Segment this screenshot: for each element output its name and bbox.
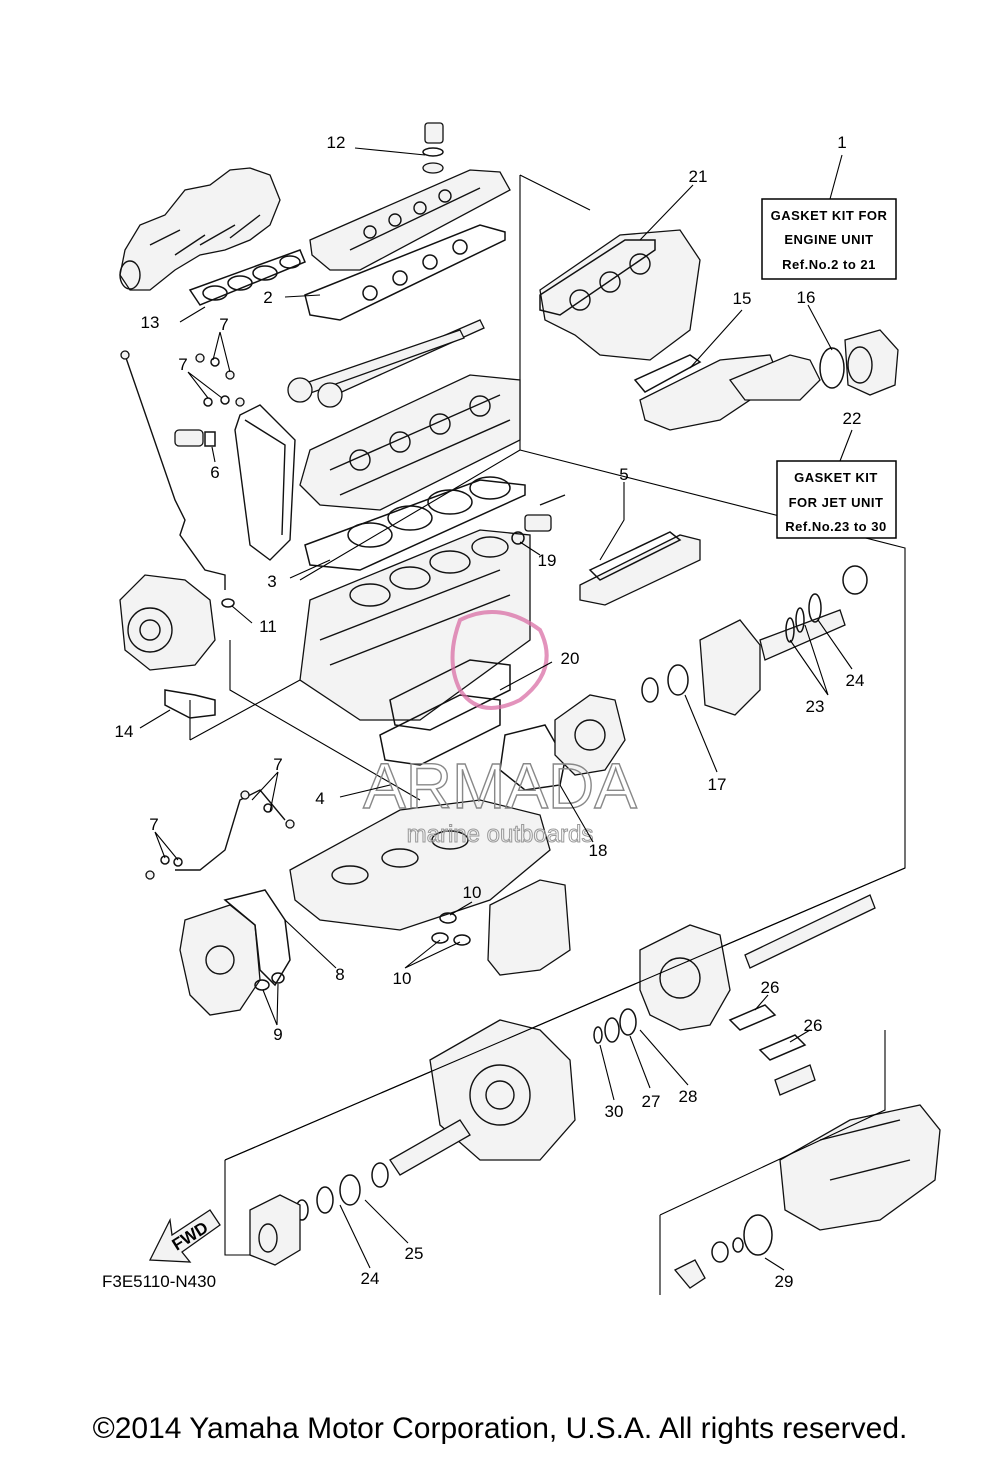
oil-seal-17 bbox=[667, 664, 689, 696]
oil-pump bbox=[179, 904, 261, 1016]
thermostat bbox=[511, 494, 566, 545]
engine-kit-line3: Ref.No.2 to 21 bbox=[782, 257, 876, 272]
watermark-brand: ARMADA bbox=[363, 750, 637, 822]
copyright-notice: ©2014 Yamaha Motor Corporation, U.S.A. A… bbox=[92, 1412, 908, 1445]
callout-22: 22 bbox=[843, 409, 862, 428]
jet-kit-box: GASKET KIT FOR JET UNIT Ref.No.23 to 30 bbox=[776, 460, 897, 539]
camshafts bbox=[287, 319, 485, 408]
oil-pump-gasket bbox=[223, 889, 291, 987]
exhaust-elbow bbox=[728, 329, 899, 401]
timing-chain bbox=[234, 404, 296, 561]
callout-6: 6 bbox=[210, 463, 219, 482]
oil-pan-gasket bbox=[379, 659, 511, 766]
callout-18: 18 bbox=[589, 841, 608, 860]
leader-lines bbox=[139, 147, 853, 1271]
drive-coupler bbox=[699, 609, 846, 716]
engine-kit-box: GASKET KIT FOR ENGINE UNIT Ref.No.2 to 2… bbox=[761, 198, 897, 280]
intake-manifold-gasket bbox=[188, 249, 306, 306]
callout-12: 12 bbox=[327, 133, 346, 152]
bearing-upper bbox=[842, 565, 868, 595]
cylinder-head-gasket bbox=[304, 476, 526, 571]
oil-seal-24-upper bbox=[808, 593, 822, 623]
exhaust-manifold-gasket bbox=[539, 239, 656, 316]
callout-16: 16 bbox=[797, 288, 816, 307]
callout-25: 25 bbox=[405, 1244, 424, 1263]
lower-bearing-housing bbox=[249, 1194, 301, 1266]
watermark-tagline: marine outboards bbox=[407, 821, 594, 848]
armada-watermark: ARMADA marine outboards bbox=[362, 610, 638, 849]
callout-26a: 26 bbox=[761, 978, 780, 997]
jet-kit-line3: Ref.No.23 to 30 bbox=[785, 519, 886, 534]
callout-24b: 24 bbox=[361, 1269, 380, 1288]
cylinder-block bbox=[299, 529, 531, 721]
callout-15: 15 bbox=[733, 289, 752, 308]
callout-7c: 7 bbox=[273, 755, 282, 774]
callout-17: 17 bbox=[708, 775, 727, 794]
turbocharger bbox=[119, 574, 216, 671]
callout-7d: 7 bbox=[149, 815, 158, 834]
callout-29: 29 bbox=[775, 1272, 794, 1291]
callout-numbers: 1 2 3 4 5 6 7 7 7 7 8 9 10 10 11 12 13 1… bbox=[115, 133, 865, 1291]
exhaust-manifold bbox=[539, 229, 701, 361]
callout-4: 4 bbox=[315, 789, 324, 808]
callout-14: 14 bbox=[115, 722, 134, 741]
drive-shaft-lower bbox=[389, 1119, 471, 1176]
callout-21: 21 bbox=[689, 167, 708, 186]
jet-kit-line2: FOR JET UNIT bbox=[789, 495, 884, 510]
callout-28: 28 bbox=[679, 1087, 698, 1106]
engine-kit-bracket bbox=[189, 174, 906, 1161]
oil-pump-orings bbox=[254, 972, 285, 991]
cover-gaskets-26 bbox=[728, 1004, 816, 1096]
callout-7b: 7 bbox=[178, 355, 187, 374]
callout-26b: 26 bbox=[804, 1016, 823, 1035]
drive-shaft-upper bbox=[744, 894, 876, 969]
diagram-code: F3E5110-N430 bbox=[102, 1272, 216, 1291]
engine-kit-line1: GASKET KIT FOR bbox=[771, 208, 888, 223]
oil-dipstick bbox=[120, 350, 235, 608]
callout-27: 27 bbox=[642, 1092, 661, 1111]
callout-24a: 24 bbox=[846, 671, 865, 690]
callout-2: 2 bbox=[263, 288, 272, 307]
callout-20: 20 bbox=[561, 649, 580, 668]
oil-filler-cap bbox=[422, 122, 444, 174]
callout-3: 3 bbox=[267, 572, 276, 591]
callout-23: 23 bbox=[806, 697, 825, 716]
callout-30: 30 bbox=[605, 1102, 624, 1121]
oil-seal-30-27-28 bbox=[593, 1008, 637, 1044]
turbo-gasket bbox=[164, 689, 216, 719]
union-bolts bbox=[145, 790, 295, 880]
callout-8: 8 bbox=[335, 965, 344, 984]
jet-nozzle bbox=[779, 1104, 941, 1231]
engine-kit-line2: ENGINE UNIT bbox=[784, 232, 873, 247]
callout-10a: 10 bbox=[463, 883, 482, 902]
callout-19: 19 bbox=[538, 551, 557, 570]
lower-seals bbox=[295, 1162, 389, 1221]
jet-pump-housing bbox=[429, 1019, 576, 1161]
valve-cover bbox=[309, 169, 511, 271]
callout-11: 11 bbox=[259, 617, 277, 636]
crankcase bbox=[289, 799, 551, 931]
fwd-arrow: FWD bbox=[148, 1209, 221, 1263]
callout-9: 9 bbox=[273, 1025, 282, 1044]
oil-cooler-housing bbox=[431, 879, 571, 976]
callout-7a: 7 bbox=[219, 315, 228, 334]
jet-kit-line1: GASKET KIT bbox=[794, 470, 878, 485]
intake-manifold bbox=[119, 167, 281, 291]
valve-cover-gasket bbox=[304, 224, 506, 321]
callout-5: 5 bbox=[619, 465, 628, 484]
cylinder-head bbox=[299, 374, 521, 511]
callout-10b: 10 bbox=[393, 969, 412, 988]
callout-1: 1 bbox=[837, 133, 846, 152]
intermediate-housing bbox=[639, 924, 731, 1031]
bearing-housing bbox=[554, 694, 626, 776]
oil-line bbox=[175, 789, 286, 871]
jet-kit-bracket bbox=[224, 867, 906, 1295]
callout-13: 13 bbox=[141, 313, 160, 332]
oil-seals-23 bbox=[785, 607, 805, 643]
nozzle-parts-29 bbox=[673, 1214, 773, 1289]
water-jacket-cover bbox=[579, 531, 701, 606]
circlip-upper bbox=[641, 677, 659, 703]
exploded-parts-diagram: FWD ARMADA marine outboards GASKET KIT F… bbox=[102, 122, 941, 1295]
